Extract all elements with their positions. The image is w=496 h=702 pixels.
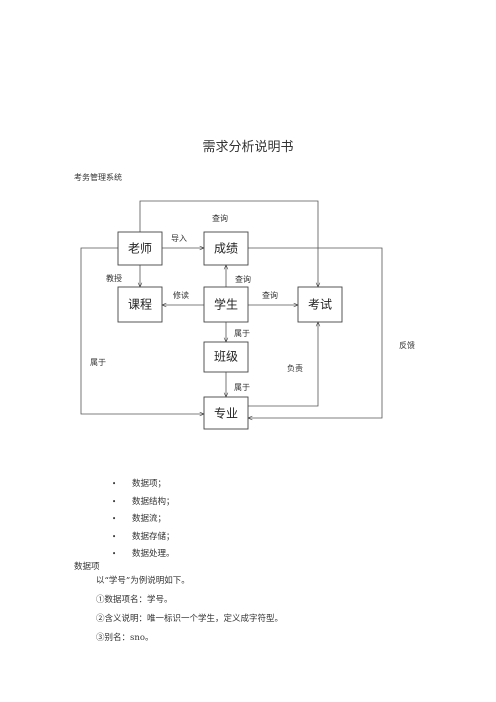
label-responsible: 负责 bbox=[287, 363, 303, 373]
node-teacher bbox=[117, 231, 163, 266]
label-belong-teacher: 属于 bbox=[90, 358, 106, 367]
node-student-label: 学生 bbox=[214, 297, 238, 312]
bullet-dot-icon: • bbox=[112, 532, 117, 541]
edge-score-major-feedback bbox=[248, 247, 383, 418]
list-item: •数据项； bbox=[112, 479, 167, 489]
paragraph-line: ①数据项名：学号。 bbox=[96, 595, 173, 605]
bullet-dot-icon: • bbox=[112, 480, 117, 488]
bullet-dot-icon: • bbox=[112, 497, 117, 506]
node-course-label: 课程 bbox=[128, 297, 152, 312]
label-enroll: 修读 bbox=[173, 290, 189, 300]
edge-teacher-exam-top bbox=[139, 200, 318, 287]
node-score bbox=[203, 231, 249, 266]
list-item: •数据流； bbox=[112, 514, 167, 524]
node-major-label: 专业 bbox=[214, 406, 238, 421]
edge-major-exam bbox=[248, 322, 318, 407]
label-query-student-score: 查询 bbox=[235, 274, 251, 284]
list-item: •数据结构； bbox=[112, 496, 175, 507]
bullet-dot-icon: • bbox=[112, 515, 117, 523]
node-exam bbox=[297, 286, 343, 323]
system-name: 考务管理系统 bbox=[74, 173, 122, 182]
label-feedback: 反馈 bbox=[399, 340, 415, 350]
label-belong-class: 属于 bbox=[234, 329, 250, 338]
bullet-dot-icon: • bbox=[112, 550, 117, 558]
label-teach: 教授 bbox=[106, 273, 122, 283]
node-teacher-label: 老师 bbox=[128, 242, 152, 256]
node-major bbox=[203, 396, 249, 430]
node-class-label: 班级 bbox=[214, 350, 238, 364]
content-bullet-list: •数据项； •数据结构； •数据流； •数据存储； •数据处理。 bbox=[112, 477, 175, 565]
label-query-exam: 查询 bbox=[262, 290, 278, 300]
label-belong-major: 属于 bbox=[234, 383, 250, 392]
node-exam-label: 考试 bbox=[308, 297, 332, 312]
paragraph-line: ③别名：sno。 bbox=[96, 633, 154, 643]
node-student bbox=[203, 286, 249, 323]
section-heading: 数据项 bbox=[74, 562, 100, 572]
label-import: 导入 bbox=[171, 234, 187, 243]
node-class bbox=[203, 341, 249, 373]
label-query-top: 查询 bbox=[212, 213, 228, 223]
document-title: 需求分析说明书 bbox=[202, 140, 294, 155]
paragraph-line: 以“学号”为例说明如下。 bbox=[96, 576, 190, 586]
node-score-label: 成绩 bbox=[214, 242, 238, 256]
list-item: •数据存储； bbox=[112, 531, 175, 542]
paragraph-line: ②含义说明：唯一标识一个学生，定义成字符型。 bbox=[96, 614, 284, 624]
node-course bbox=[117, 286, 163, 323]
list-item: •数据处理。 bbox=[112, 549, 175, 559]
edge-teacher-major bbox=[80, 247, 204, 414]
